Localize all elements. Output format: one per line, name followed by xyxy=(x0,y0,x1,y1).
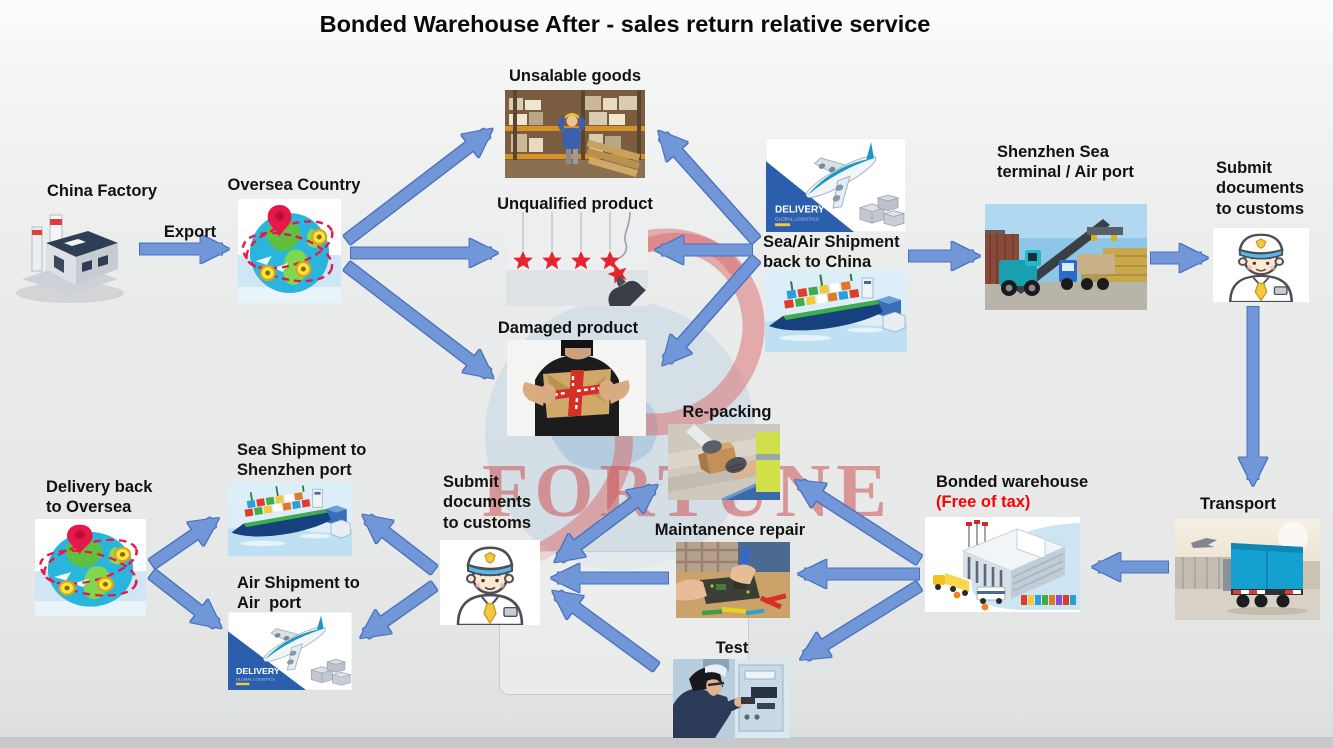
shenzhen-terminal-image xyxy=(985,204,1147,310)
customs-officer-bottom-icon xyxy=(440,540,540,625)
label-transport: Transport xyxy=(1199,495,1277,513)
test-image xyxy=(673,659,790,738)
label-sea-air-shipment: Sea/Air Shipment back to China xyxy=(763,233,900,272)
arrow-customs-to-seashipment xyxy=(362,514,438,575)
sea-air-ship-image xyxy=(765,270,907,352)
label-delivery-back: Delivery back to Oversea xyxy=(46,478,153,517)
label-test: Test xyxy=(715,639,749,657)
label-sea-shipment: Sea Shipment to Shenzhen port xyxy=(237,441,367,480)
label-unsalable-goods: Unsalable goods xyxy=(508,67,642,85)
label-shenzhen-terminal: Shenzhen Sea terminal / Air port xyxy=(997,143,1134,182)
oversea-country-image xyxy=(238,199,341,303)
bonded-warehouse-image xyxy=(925,517,1080,612)
label-air-shipment: Air Shipment to Air port xyxy=(237,574,360,613)
label-bonded-warehouse: Bonded warehouse (Free of tax) xyxy=(936,472,1106,513)
customs-officer-top-icon xyxy=(1213,228,1309,302)
label-china-factory: China Factory xyxy=(46,182,158,200)
arrow-bonded-to-test xyxy=(799,581,922,661)
china-factory-image xyxy=(16,205,124,303)
label-maintanence-repair: Maintanence repair xyxy=(654,521,806,539)
unqualified-product-image xyxy=(506,212,648,306)
maintanence-repair-image xyxy=(676,542,790,618)
air-shipment-image xyxy=(228,612,352,690)
delivery-back-image xyxy=(35,519,146,616)
label-submit-customs-bottom: Submit documents to customs xyxy=(443,473,532,532)
transport-image xyxy=(1175,519,1320,620)
label-oversea-country: Oversea Country xyxy=(227,176,361,194)
repacking-image xyxy=(668,424,780,500)
label-repacking: Re-packing xyxy=(682,403,772,421)
bottom-strip xyxy=(0,737,1333,748)
damaged-product-image xyxy=(507,340,646,436)
free-of-tax-note: (Free of tax) xyxy=(936,493,1031,512)
label-export: Export xyxy=(163,223,217,241)
sea-air-plane-image xyxy=(766,138,906,232)
label-unqualified-product: Unqualified product xyxy=(497,195,653,213)
sea-shipment-image xyxy=(228,482,352,556)
arrow-oversea2-to-airshipment xyxy=(148,569,222,629)
unsalable-goods-image xyxy=(505,90,645,178)
label-damaged-product: Damaged product xyxy=(497,319,639,337)
label-submit-customs-top: Submit documents to customs xyxy=(1216,159,1305,218)
page-title: Bonded Warehouse After - sales return re… xyxy=(319,11,931,37)
arrow-oversea-to-damaged xyxy=(343,261,494,379)
arrow-oversea2-to-seashipment xyxy=(148,517,219,569)
